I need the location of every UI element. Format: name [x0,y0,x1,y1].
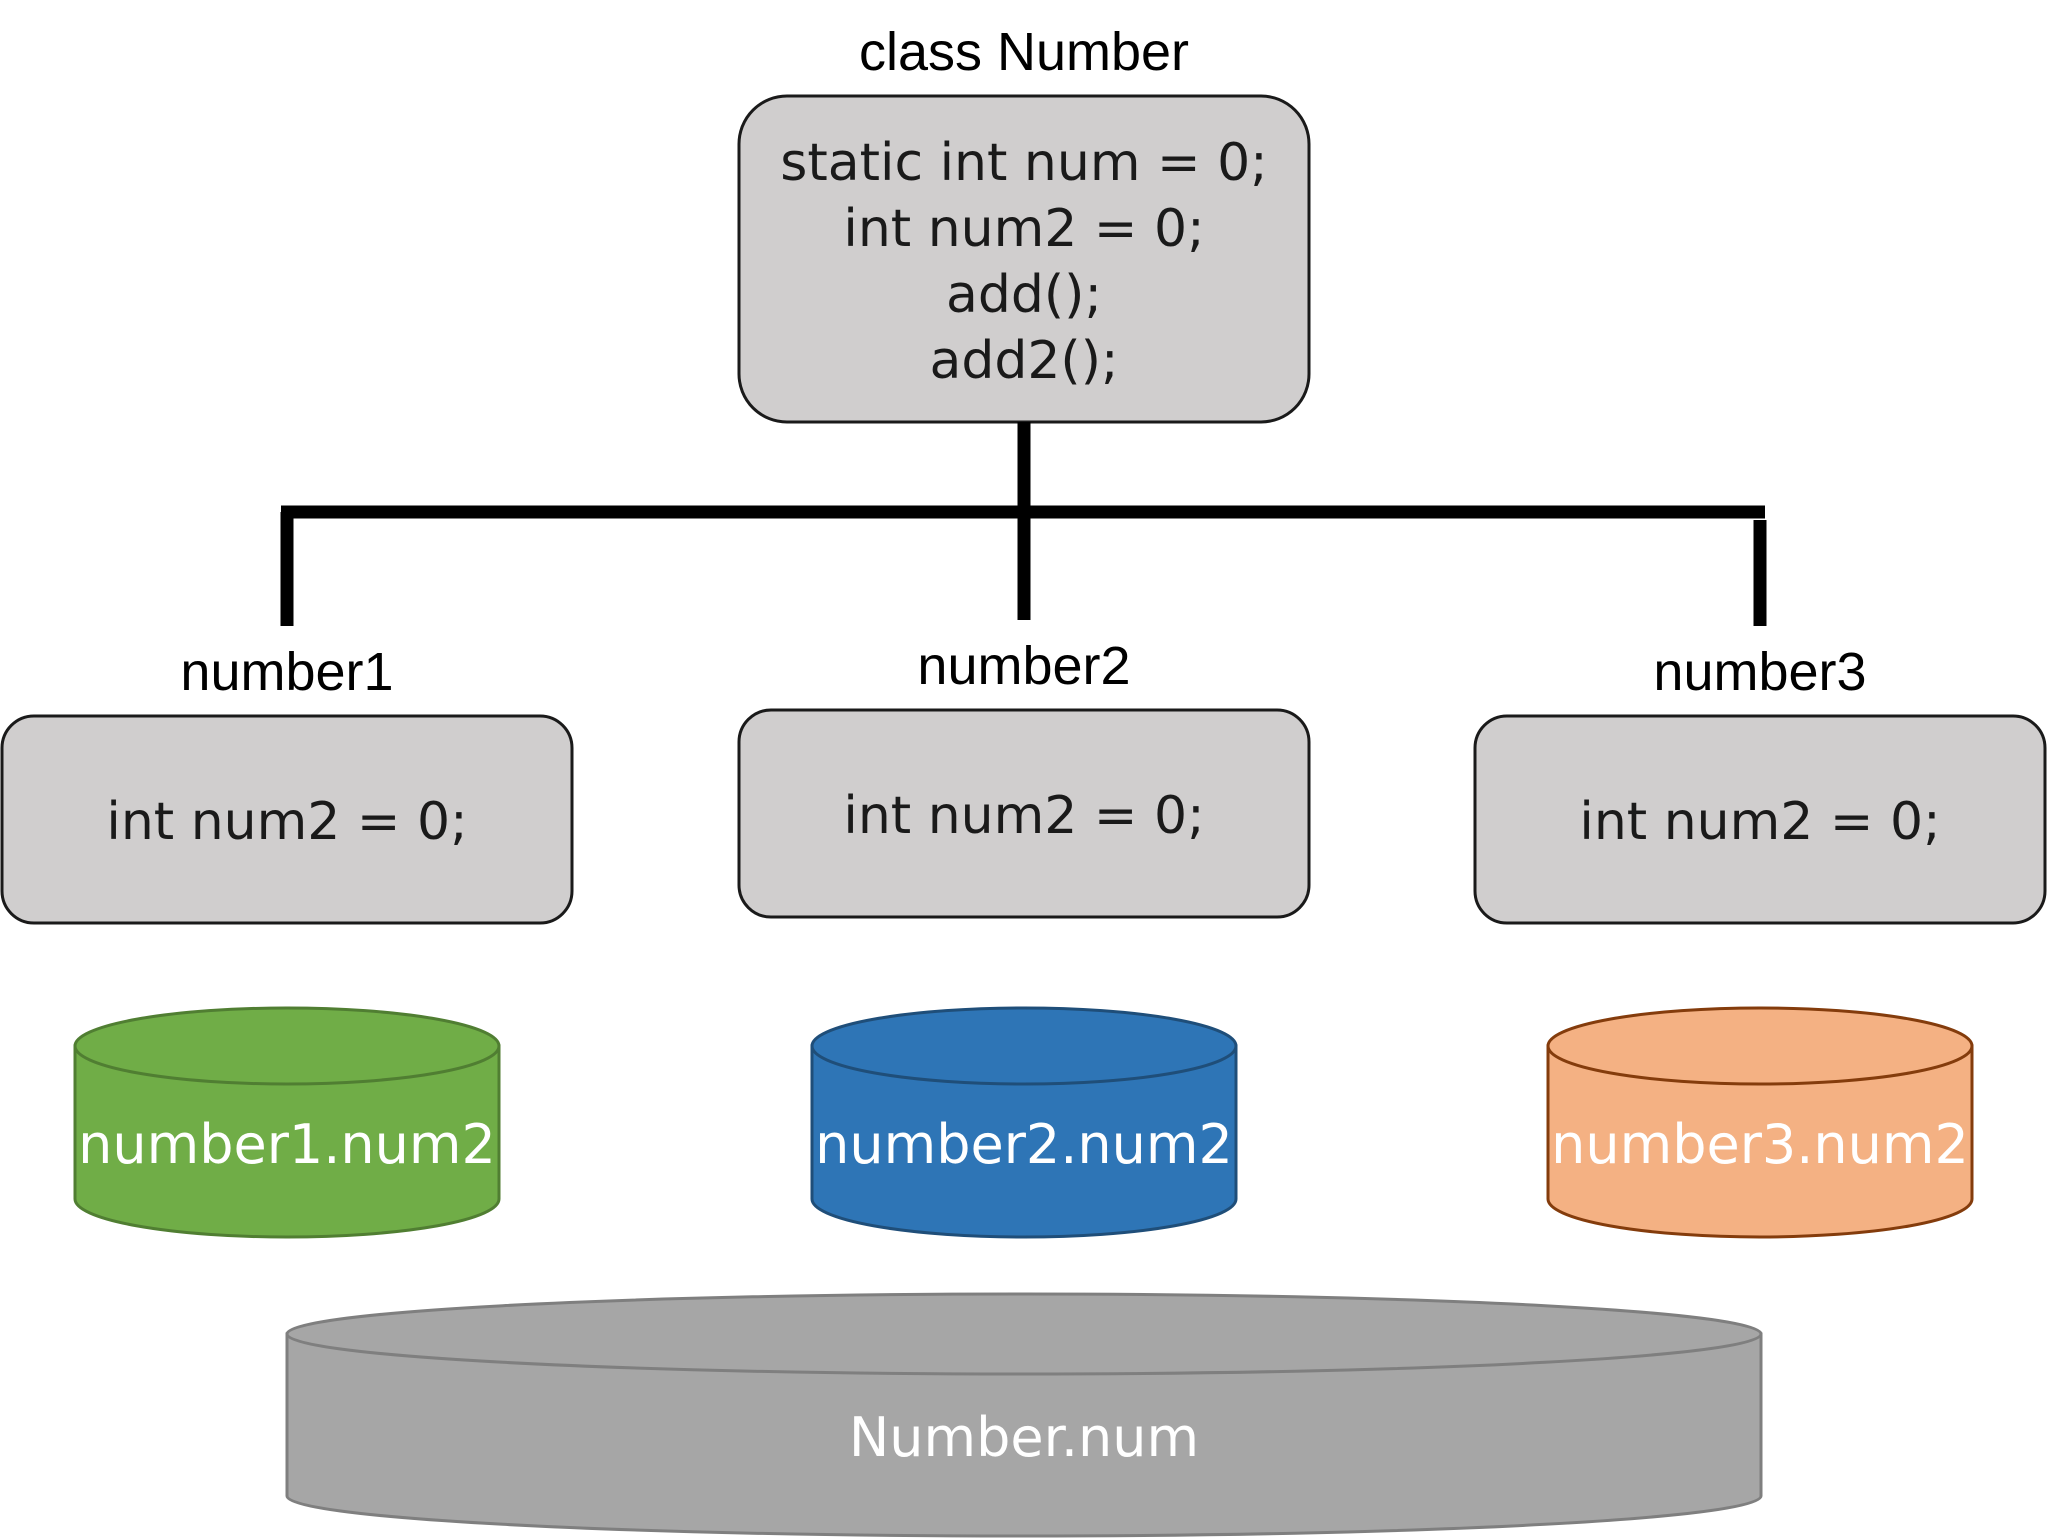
instance-box-number1 [0,714,574,925]
instance-code-number2: int num2 = 0; [843,786,1204,846]
storage-cylinder-number1: number1.num2 [73,1006,501,1239]
shared-storage-cylinder: Number.num [285,1292,1763,1538]
class-line-add: add(); [946,265,1102,325]
storage-label-number1: number1.num2 [78,1113,496,1176]
cylinder-top [810,1006,1238,1086]
class-line-static-num: static int num = 0; [780,133,1267,193]
cylinder-body [810,1044,1238,1239]
storage-cylinder-number2: number2.num2 [810,1006,1238,1239]
cylinder-top [1546,1006,1974,1086]
instance-code-number3: int num2 = 0; [1579,792,1940,852]
class-title: class Number [859,22,1189,82]
instance-box-number2 [737,708,1311,919]
shared-storage-label: Number.num [849,1406,1199,1469]
class-line-add2: add2(); [929,331,1118,391]
instance-code-number1: int num2 = 0; [106,792,467,852]
storage-label-number2: number2.num2 [815,1113,1233,1176]
instance-name-number2: number2 [917,636,1130,696]
instance-name-number3: number3 [1653,642,1866,702]
storage-label-number3: number3.num2 [1551,1113,1969,1176]
cylinder-body [73,1044,501,1239]
instance-box-number3 [1473,714,2047,925]
storage-cylinder-number3: number3.num2 [1546,1006,1974,1239]
cylinder-body [1546,1044,1974,1239]
class-line-num2: int num2 = 0; [843,199,1204,259]
connector-tree [280,422,1767,626]
instance-name-number1: number1 [180,642,393,702]
cylinder-top [285,1292,1763,1376]
cylinder-top [73,1006,501,1086]
cylinder-body [285,1332,1763,1538]
